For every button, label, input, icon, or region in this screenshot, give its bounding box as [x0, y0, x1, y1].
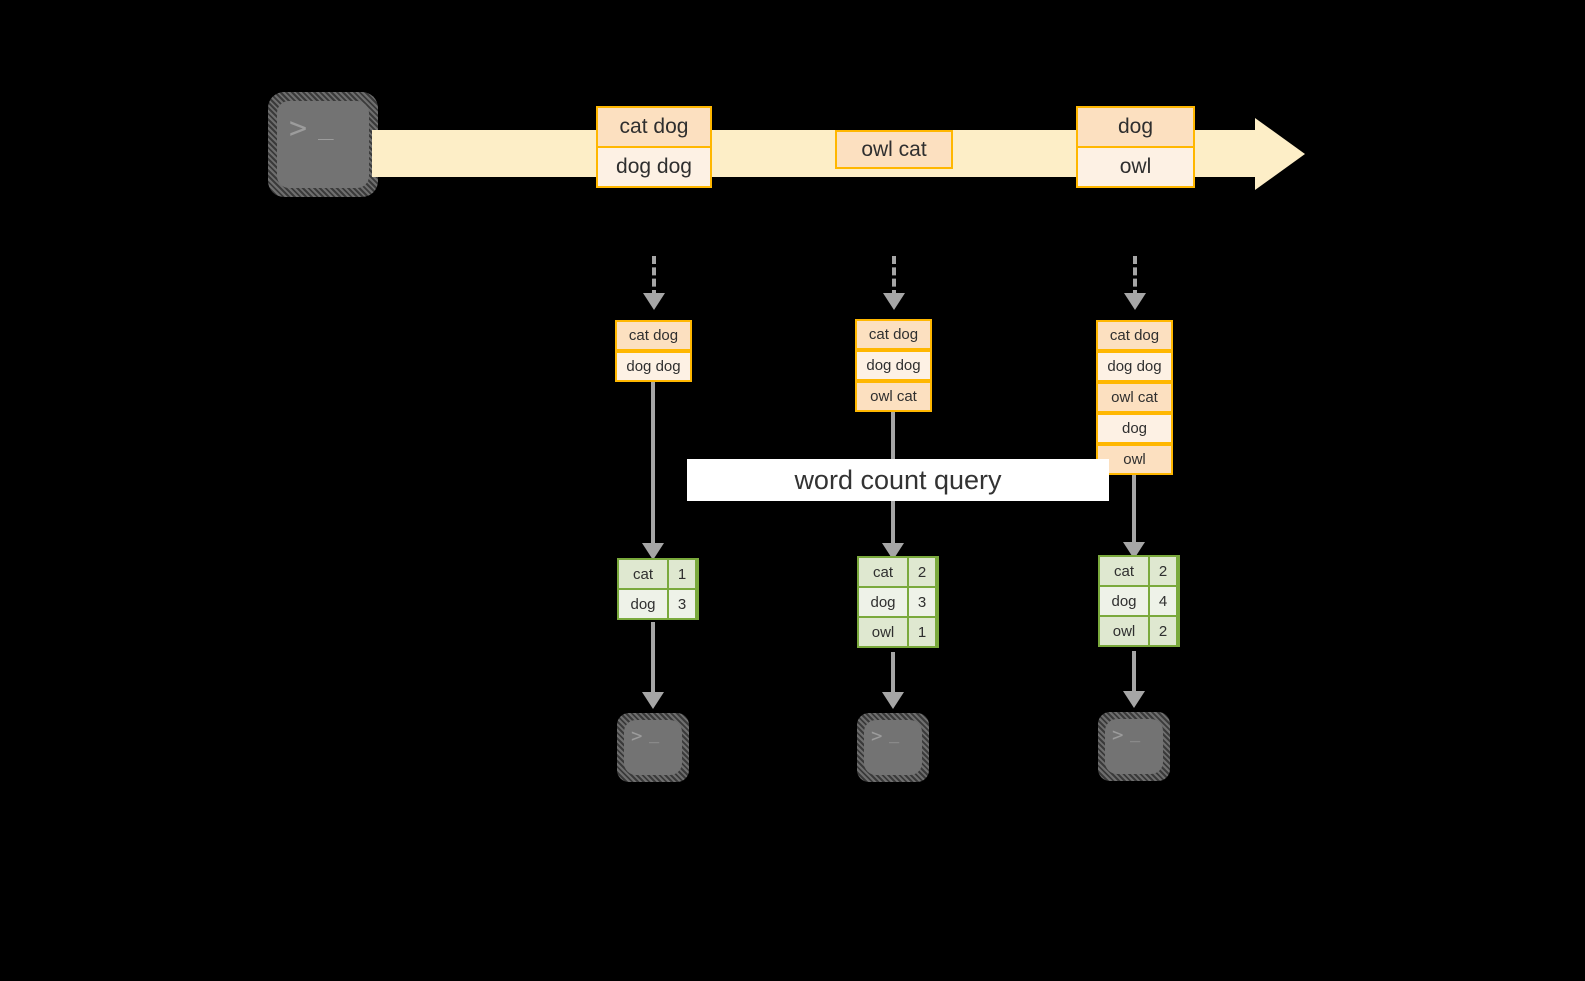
- stream-event-3-line-1: dog: [1076, 106, 1195, 148]
- table-row: cat 2: [1100, 557, 1178, 585]
- sink-connector-1-arrowhead: [642, 692, 664, 709]
- result-count: 1: [909, 618, 935, 646]
- sink-connector-3: [1132, 651, 1136, 695]
- input-stack-1-row-2: dog dog: [615, 351, 692, 382]
- sink-terminal-icon-3: > _: [1098, 712, 1170, 781]
- table-row: dog 3: [619, 590, 697, 618]
- input-stack-2-row-3: owl cat: [855, 381, 932, 412]
- input-stack-3-row-3: owl cat: [1096, 382, 1173, 413]
- sink-connector-1: [651, 622, 655, 696]
- result-table-1: cat 1 dog 3: [617, 558, 699, 620]
- query-connector-3-arrowhead: [1123, 542, 1145, 559]
- result-word: cat: [859, 558, 907, 586]
- result-word: owl: [859, 618, 907, 646]
- result-count: 2: [909, 558, 935, 586]
- result-word: owl: [1100, 617, 1148, 645]
- dashed-connector-1: [652, 256, 656, 298]
- query-label: word count query: [687, 459, 1109, 501]
- terminal-prompt-glyph: >: [631, 725, 644, 747]
- sink-connector-2: [891, 652, 895, 696]
- sink-connector-3-arrowhead: [1123, 691, 1145, 708]
- result-count: 2: [1150, 617, 1176, 645]
- terminal-screen: > _: [1105, 719, 1163, 774]
- terminal-prompt-glyph: >: [1112, 724, 1125, 746]
- result-word: dog: [859, 588, 907, 616]
- terminal-cursor-glyph: _: [1130, 723, 1142, 743]
- sink-connector-2-arrowhead: [882, 692, 904, 709]
- result-word: cat: [1100, 557, 1148, 585]
- input-stack-3-row-1: cat dog: [1096, 320, 1173, 351]
- result-count: 4: [1150, 587, 1176, 615]
- stream-event-1-line-2: dog dog: [596, 146, 712, 188]
- sink-terminal-icon-1: > _: [617, 713, 689, 782]
- input-stack-2-row-2: dog dog: [855, 350, 932, 381]
- table-row: dog 4: [1100, 587, 1178, 615]
- terminal-cursor-glyph: _: [649, 724, 661, 744]
- result-word: dog: [619, 590, 667, 618]
- result-count: 2: [1150, 557, 1176, 585]
- result-word: cat: [619, 560, 667, 588]
- result-count: 3: [909, 588, 935, 616]
- query-connector-1: [651, 382, 655, 548]
- sink-terminal-icon-2: > _: [857, 713, 929, 782]
- dashed-connector-2-arrowhead: [883, 293, 905, 310]
- terminal-screen: > _: [624, 720, 682, 775]
- terminal-prompt-glyph: >: [289, 111, 309, 146]
- input-stack-1-row-1: cat dog: [615, 320, 692, 351]
- source-terminal-icon: > _: [268, 92, 378, 197]
- dashed-connector-3-arrowhead: [1124, 293, 1146, 310]
- terminal-screen: > _: [277, 101, 369, 188]
- table-row: owl 1: [859, 618, 937, 646]
- terminal-cursor-glyph: _: [318, 111, 336, 141]
- result-count: 3: [669, 590, 695, 618]
- result-word: dog: [1100, 587, 1148, 615]
- input-stack-3-row-2: dog dog: [1096, 351, 1173, 382]
- table-row: dog 3: [859, 588, 937, 616]
- event-stream-arrowhead: [1255, 118, 1305, 190]
- stream-event-2-line-1: owl cat: [835, 130, 953, 169]
- stream-event-3-line-2: owl: [1076, 146, 1195, 188]
- stream-event-1-line-1: cat dog: [596, 106, 712, 148]
- input-stack-2-row-1: cat dog: [855, 319, 932, 350]
- terminal-cursor-glyph: _: [889, 724, 901, 744]
- query-connector-2-arrowhead: [882, 543, 904, 560]
- query-connector-1-arrowhead: [642, 543, 664, 560]
- terminal-prompt-glyph: >: [871, 725, 884, 747]
- table-row: cat 2: [859, 558, 937, 586]
- result-table-3: cat 2 dog 4 owl 2: [1098, 555, 1180, 647]
- terminal-screen: > _: [864, 720, 922, 775]
- table-row: cat 1: [619, 560, 697, 588]
- result-table-2: cat 2 dog 3 owl 1: [857, 556, 939, 648]
- dashed-connector-1-arrowhead: [643, 293, 665, 310]
- result-count: 1: [669, 560, 695, 588]
- dashed-connector-3: [1133, 256, 1137, 298]
- query-connector-3: [1132, 475, 1136, 547]
- input-stack-3-row-4: dog: [1096, 413, 1173, 444]
- table-row: owl 2: [1100, 617, 1178, 645]
- dashed-connector-2: [892, 256, 896, 298]
